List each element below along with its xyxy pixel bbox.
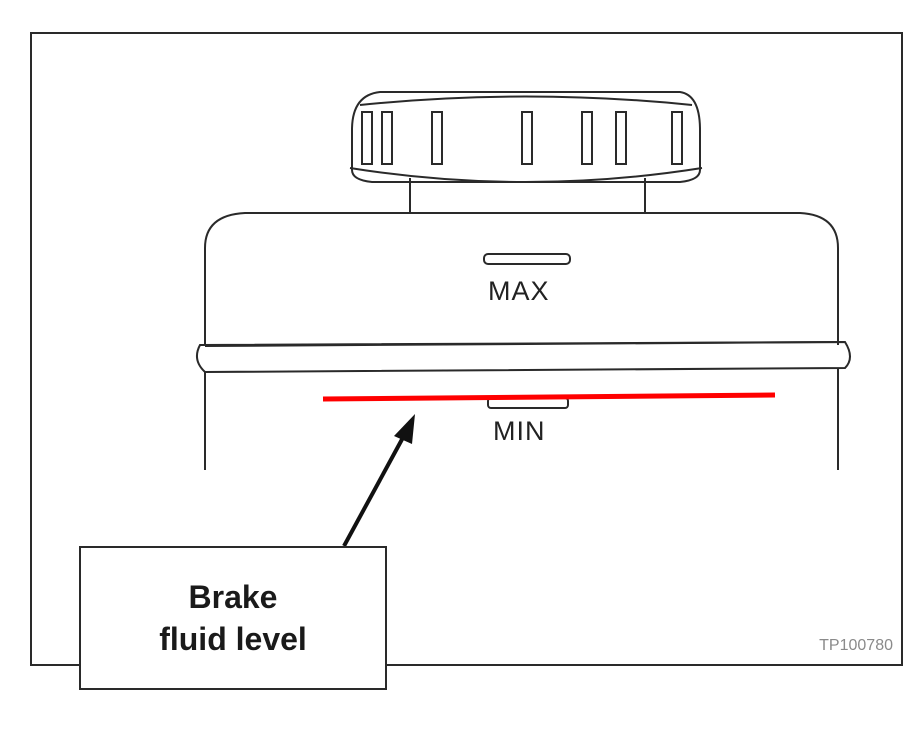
callout-box: Brake fluid level <box>79 546 387 690</box>
reservoir-cap <box>349 91 703 213</box>
max-label: MAX <box>488 276 550 306</box>
min-label: MIN <box>493 416 546 446</box>
fluid-level-line <box>322 392 776 402</box>
figure-frame <box>30 32 903 666</box>
max-marker-tab <box>483 253 571 265</box>
pointer-arrow <box>342 414 415 547</box>
callout-line-1: Brake <box>188 579 278 615</box>
figure-id: TP100780 <box>819 637 893 654</box>
callout-line-2: fluid level <box>159 621 307 657</box>
reservoir-body <box>195 212 851 470</box>
